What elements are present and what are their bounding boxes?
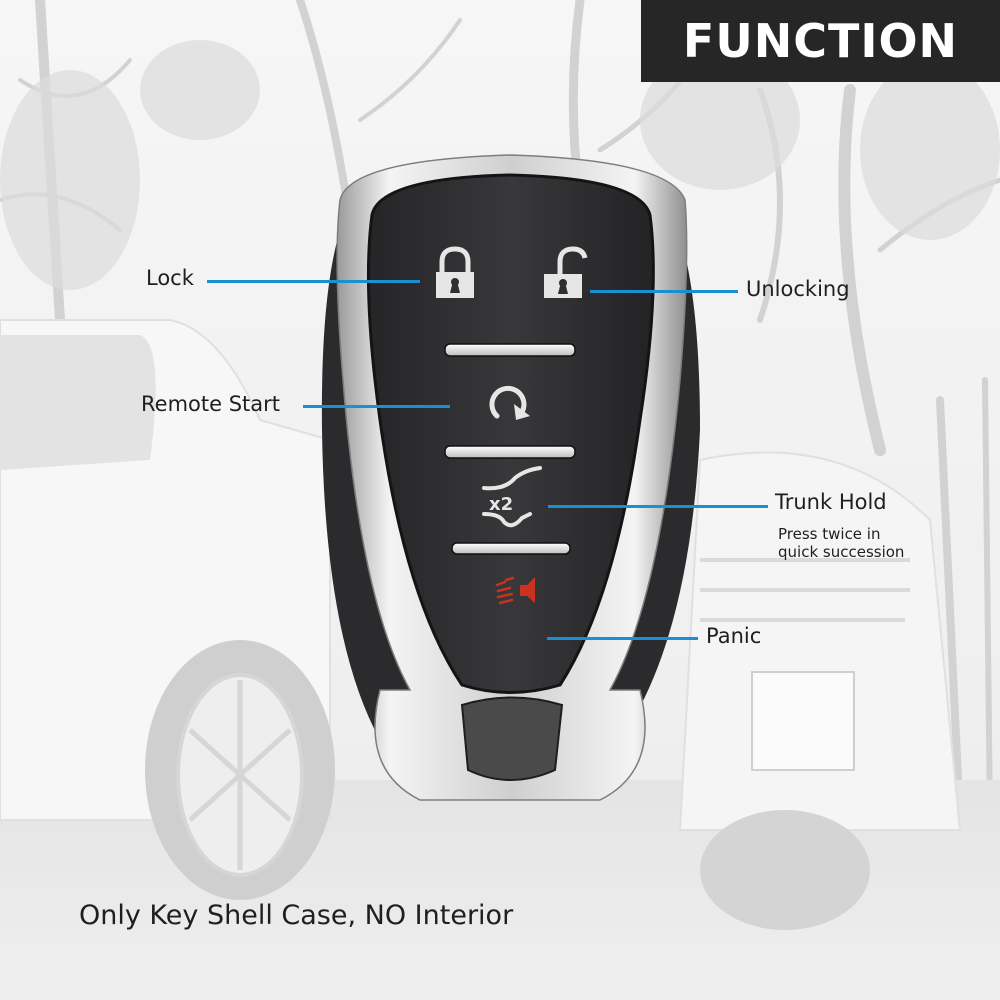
remote-start-label: Remote Start xyxy=(141,392,281,416)
page-title: FUNCTION xyxy=(682,14,959,68)
panic-horn-icon[interactable] xyxy=(495,576,535,605)
suv-front xyxy=(678,451,962,831)
foliage xyxy=(0,40,1000,290)
panic-label: Panic xyxy=(706,624,762,648)
remote-start-icon[interactable] xyxy=(489,385,530,420)
lock-icon[interactable] xyxy=(436,246,474,298)
lock-label: Lock xyxy=(146,266,194,290)
title-banner: FUNCTION xyxy=(641,0,1000,82)
fob-face xyxy=(366,173,655,694)
footer-note: Only Key Shell Case, NO Interior xyxy=(79,900,514,931)
trunk-leader-line xyxy=(548,505,768,508)
panic-leader-line xyxy=(547,637,698,640)
separator-3 xyxy=(451,542,571,555)
separator-2 xyxy=(444,445,576,459)
trunk-hold-sublabel-2: quick succession xyxy=(778,543,905,561)
trunk-hold-sublabel-1: Press twice in xyxy=(778,525,881,543)
unlock-label: Unlocking xyxy=(746,277,850,301)
trunk-hold-label: Trunk Hold xyxy=(775,490,887,514)
remote-start-leader-line xyxy=(303,405,450,408)
unlock-icon[interactable] xyxy=(544,246,588,298)
svg-text:x2: x2 xyxy=(489,494,513,515)
license-plate xyxy=(751,671,855,771)
separator-1 xyxy=(444,343,576,357)
lock-leader-line xyxy=(207,280,420,283)
unlock-leader-line xyxy=(590,290,738,293)
keyring-slot xyxy=(460,696,564,781)
trunk-x2-icon[interactable]: x2 xyxy=(482,466,542,528)
